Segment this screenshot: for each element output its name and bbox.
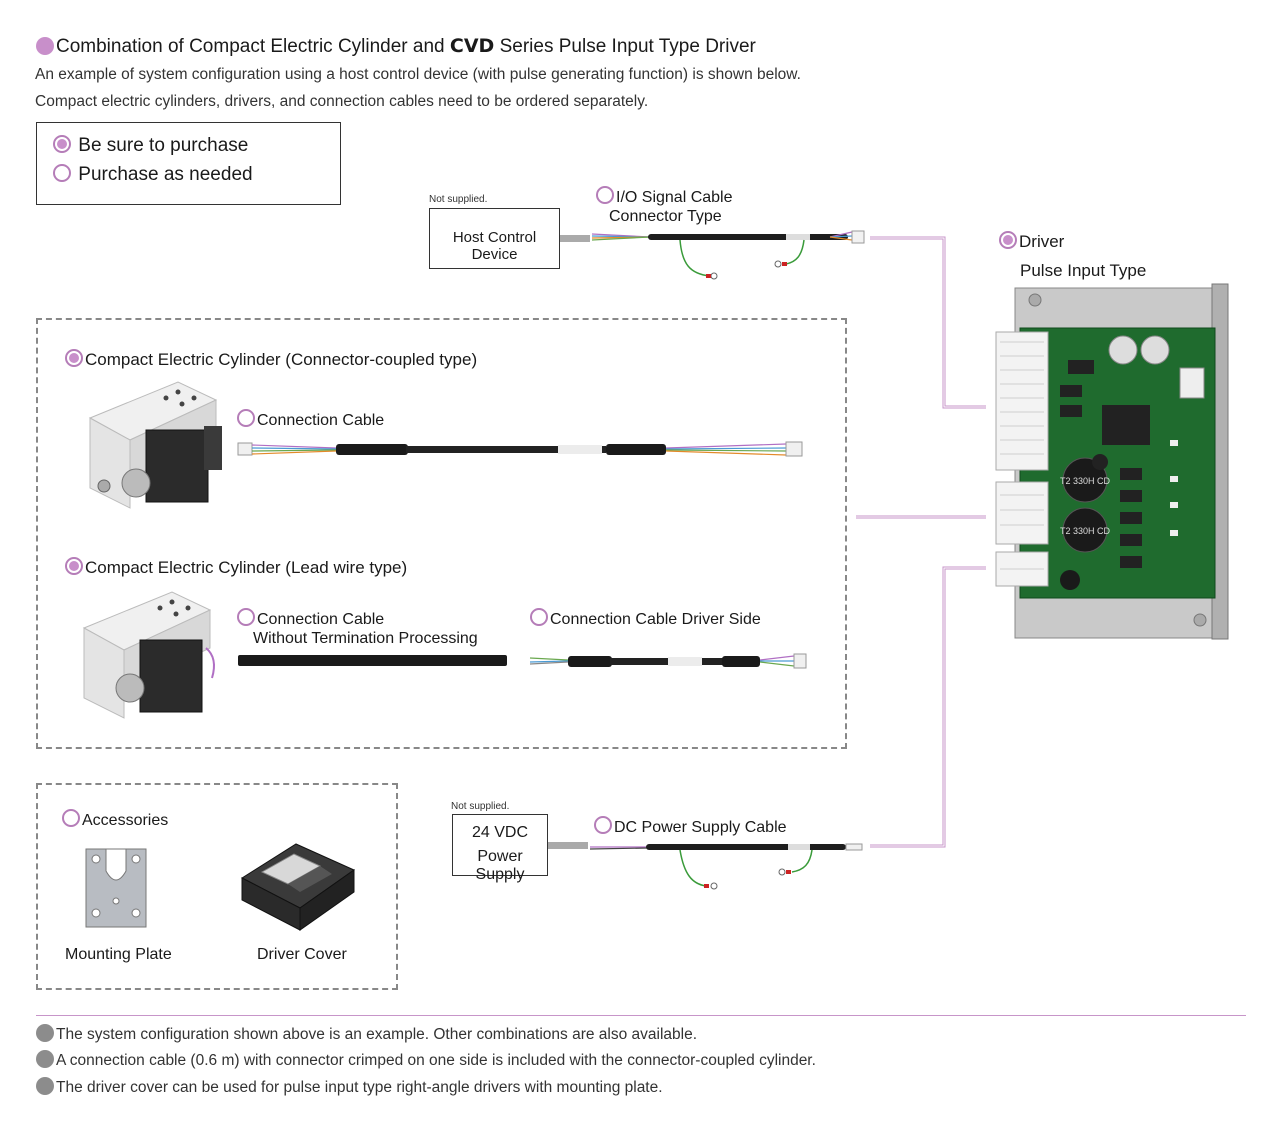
footnote-3-text: The driver cover can be used for pulse i…: [56, 1079, 663, 1096]
title-series-name: CVD: [449, 35, 495, 57]
cylinder-lead-title: Compact Electric Cylinder (Lead wire typ…: [65, 557, 407, 578]
power-note: Not supplied.: [451, 801, 510, 812]
capacitor-label-1: T2 330H CD: [1060, 476, 1111, 486]
driver-label: Driver: [999, 231, 1064, 252]
legend-box: Be sure to purchase Purchase as needed: [36, 122, 341, 205]
bullet-icon: [36, 1024, 54, 1042]
optional-icon: [594, 816, 612, 834]
legend-required-label: Be sure to purchase: [78, 135, 249, 156]
cylinder-connector-coupled-image: [88, 381, 222, 509]
footnote-1-text: The system configuration shown above is …: [56, 1026, 698, 1043]
optional-icon: [62, 809, 80, 827]
mounting-plate-image: [85, 848, 147, 928]
lead-cable2-text: Connection Cable Driver Side: [550, 611, 761, 628]
cable-without-termination-image: [238, 655, 507, 666]
cylinder-group-box: [36, 318, 847, 749]
required-icon: [65, 557, 83, 575]
bullet-icon: [36, 1050, 54, 1068]
footer-divider: [36, 1015, 1246, 1016]
footnote-2: A connection cable (0.6 m) with connecto…: [36, 1050, 816, 1070]
accessory-mounting-plate-label: Mounting Plate: [65, 946, 172, 963]
power-supply-box: 24 VDC Power Supply: [452, 814, 548, 883]
driver-label-line1: Driver: [1019, 232, 1065, 251]
footnote-2-text: A connection cable (0.6 m) with connecto…: [56, 1052, 816, 1069]
power-cable-text: DC Power Supply Cable: [614, 819, 787, 836]
required-icon: [53, 135, 71, 153]
power-line1: 24 VDC: [471, 824, 529, 841]
cylinder-connector-cable-label: Connection Cable: [237, 409, 384, 430]
host-port: [560, 235, 590, 242]
driver-cover-image: [240, 843, 356, 931]
legend-optional: Purchase as needed: [53, 164, 253, 186]
io-cable-line2: Connector Type: [609, 208, 722, 225]
cylinder-connector-cable-text: Connection Cable: [257, 412, 385, 429]
bullet-icon: [36, 37, 54, 55]
intro-line-1: An example of system configuration using…: [35, 66, 801, 83]
host-control-device-box: Host Control Device: [429, 208, 560, 269]
accessories-title: Accessories: [62, 809, 168, 830]
intro-line-2: Compact electric cylinders, drivers, and…: [35, 93, 649, 110]
optional-icon: [53, 164, 71, 182]
cylinder-connector-title: Compact Electric Cylinder (Connector-cou…: [65, 349, 477, 370]
legend-required: Be sure to purchase: [53, 135, 248, 157]
driver-label-line2: Pulse Input Type: [1020, 261, 1147, 280]
driver-image: T2 330H CD T2 330H CD: [995, 283, 1229, 640]
driver-side-cable-image: [529, 653, 807, 669]
lead-cable2-label: Connection Cable Driver Side: [530, 608, 761, 629]
footnote-1: The system configuration shown above is …: [36, 1024, 697, 1044]
io-signal-cable-image: [591, 230, 865, 280]
dc-power-cable-image: [589, 843, 863, 890]
power-cable-label: DC Power Supply Cable: [594, 816, 787, 837]
cylinder-lead-title-text: Compact Electric Cylinder (Lead wire typ…: [85, 558, 408, 577]
page-title: Combination of Compact Electric Cylinder…: [36, 35, 756, 58]
optional-icon: [530, 608, 548, 626]
lead-cable1-label: Connection Cable: [237, 608, 384, 629]
accessories-title-text: Accessories: [82, 812, 169, 829]
lead-cable1-line2: Without Termination Processing: [253, 630, 478, 647]
capacitor-label-2: T2 330H CD: [1060, 526, 1111, 536]
host-label: Host Control Device: [452, 229, 537, 263]
host-note: Not supplied.: [429, 194, 488, 205]
power-line2: Power Supply: [475, 848, 525, 883]
optional-icon: [237, 608, 255, 626]
optional-icon: [237, 409, 255, 427]
connection-cable-image: [237, 441, 803, 457]
power-port: [548, 842, 588, 849]
lead-cable1-line1: Connection Cable: [257, 611, 385, 628]
optional-icon: [596, 186, 614, 204]
accessory-driver-cover-label: Driver Cover: [257, 946, 347, 963]
accessories-box: [36, 783, 398, 990]
cylinder-connector-title-text: Compact Electric Cylinder (Connector-cou…: [85, 350, 478, 369]
title-prefix: Combination of Compact Electric Cylinder…: [56, 36, 450, 57]
required-icon: [999, 231, 1017, 249]
io-cable-line1: I/O Signal Cable: [616, 189, 733, 206]
legend-optional-label: Purchase as needed: [78, 164, 253, 185]
io-cable-label: I/O Signal Cable: [596, 186, 733, 207]
bullet-icon: [36, 1077, 54, 1095]
cylinder-lead-wire-image: [82, 591, 215, 719]
required-icon: [65, 349, 83, 367]
footnote-3: The driver cover can be used for pulse i…: [36, 1077, 663, 1097]
title-suffix: Series Pulse Input Type Driver: [494, 36, 756, 57]
